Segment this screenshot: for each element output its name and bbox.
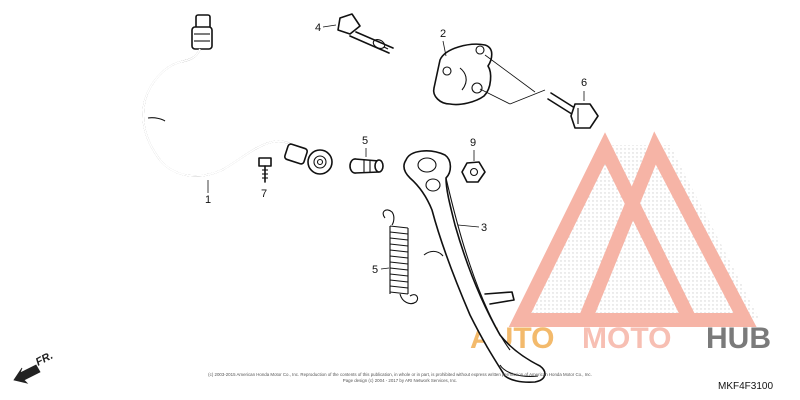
diagram-code: MKF4F3100 <box>718 381 773 392</box>
part-3-side-stand <box>403 150 546 383</box>
callout-2: 2 <box>440 28 446 40</box>
copyright-line-2: Page design (c) 2004 - 2017 by ARI Netwo… <box>343 378 457 383</box>
part-9-nut <box>461 161 486 183</box>
callout-6: 6 <box>581 77 587 89</box>
callout-8: 7 <box>261 188 267 200</box>
watermark-word-hub: HUB <box>706 322 771 355</box>
watermark-triangle-right <box>574 131 757 327</box>
watermark-logo: AUTO MOTO HUB <box>470 131 771 355</box>
part-7-collar <box>349 158 384 174</box>
callout-1: 1 <box>205 194 211 206</box>
part-5-spring <box>382 209 419 305</box>
part-4-bolt <box>337 13 394 54</box>
callout-5: 5 <box>372 264 378 276</box>
side-stand-switch <box>283 143 333 175</box>
callout-3: 3 <box>481 222 487 234</box>
part-2-bracket <box>432 43 493 106</box>
front-direction-arrow: FR. <box>13 350 55 384</box>
callout-9: 9 <box>470 137 476 149</box>
callout-4: 4 <box>315 22 321 34</box>
copyright-line-1: (c) 2003-2015 American Honda Motor Co., … <box>208 372 592 377</box>
part-6-bolt <box>547 92 599 129</box>
callout-7: 5 <box>362 135 368 147</box>
front-label: FR. <box>34 350 55 369</box>
part-8-bolt <box>258 157 272 183</box>
part-1-switch-harness <box>142 14 333 177</box>
watermark-word-moto: MOTO <box>582 322 671 355</box>
